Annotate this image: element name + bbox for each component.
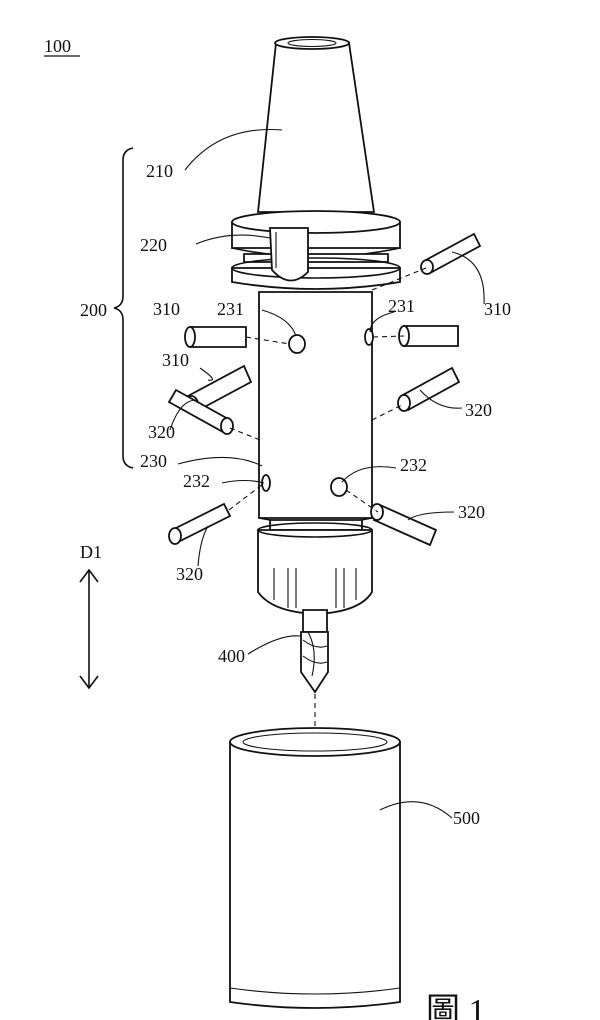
ref-210-label: 210: [146, 161, 173, 181]
workpiece-tube-500: [229, 727, 401, 1009]
ref-220-label: 220: [140, 235, 167, 255]
cylinder-body-230: [258, 291, 374, 525]
ref-320-left-upper-label: 320: [148, 422, 175, 442]
leader-lines: [169, 128, 485, 819]
direction-arrow-d1: [79, 568, 99, 690]
ref-232-right-label: 232: [400, 455, 427, 475]
ref-231-left-label: 231: [217, 299, 244, 319]
pin-310-left: [184, 326, 247, 348]
ref-400-label: 400: [218, 646, 245, 666]
taper-shank-210: [256, 36, 376, 213]
flange-220: [231, 210, 401, 290]
ref-500-label: 500: [453, 808, 480, 828]
pin-320-left-lower: [168, 502, 232, 545]
ref-200-label: 200: [80, 300, 107, 320]
pin-320-right-upper: [397, 366, 461, 412]
pin-320-left-upper: [167, 388, 234, 435]
ref-320-right-lower-label: 320: [458, 502, 485, 522]
assembly-dash-lines: [228, 267, 427, 513]
drill-bit-400: [300, 609, 329, 694]
ref-320-right-upper-label: 320: [465, 400, 492, 420]
direction-label: D1: [80, 542, 102, 562]
hole-232-right: [330, 477, 348, 497]
ref-230-label: 230: [140, 451, 167, 471]
ref-310-top-right-label: 310: [484, 299, 511, 319]
ref-100-label: 100: [44, 36, 71, 56]
pin-310-right: [398, 325, 459, 347]
ref-320-left-lower-label: 320: [176, 564, 203, 584]
bracket-200: [113, 147, 134, 469]
ref-231-right-label: 231: [388, 296, 415, 316]
hole-231-right: [364, 328, 374, 346]
ref-310-lower-left-label: 310: [162, 350, 189, 370]
hole-231-left: [288, 334, 306, 354]
ref-232-left-label: 232: [183, 471, 210, 491]
pin-310-top-right: [420, 232, 482, 275]
ref-310-left-label: 310: [153, 299, 180, 319]
figure-caption: 圖 1: [426, 993, 486, 1020]
pin-320-right-lower: [370, 503, 438, 547]
collet-chuck: [257, 519, 373, 615]
